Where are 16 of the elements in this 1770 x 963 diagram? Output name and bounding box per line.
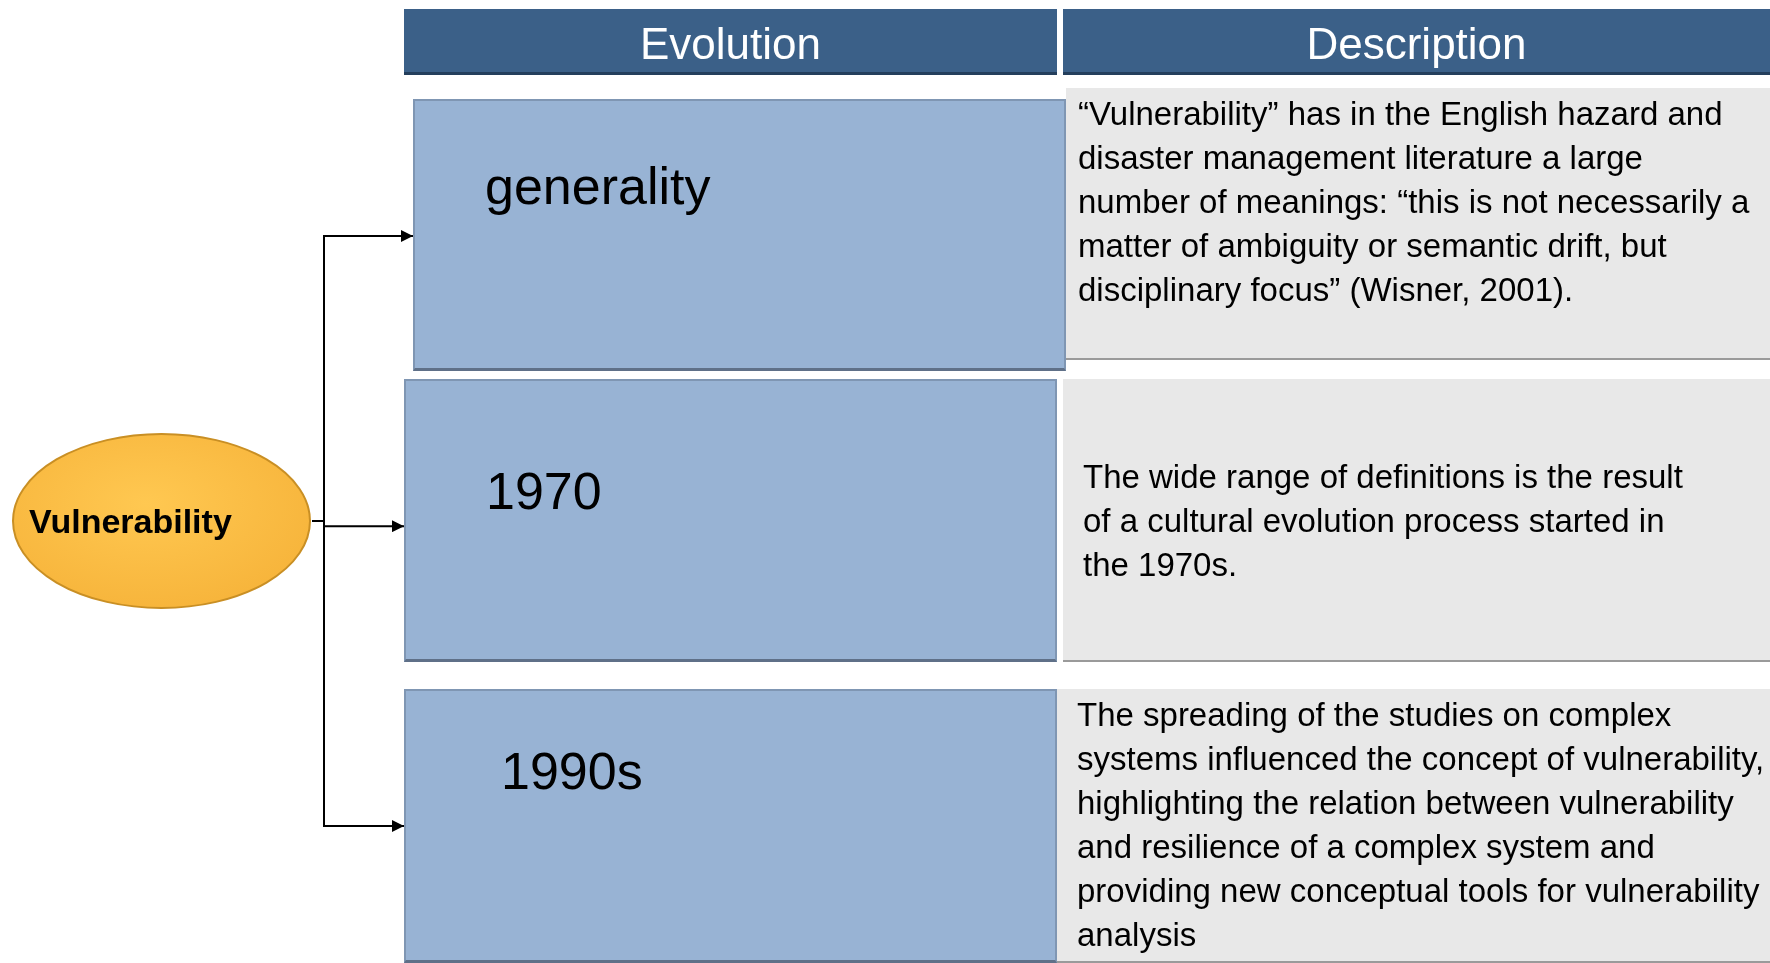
stage-box (404, 379, 1057, 662)
column-header: Description (1306, 22, 1527, 66)
stage-box (413, 99, 1066, 371)
header-bar (404, 9, 1057, 75)
description-text: The spreading of the studies on complex systems influenced the concept of vulnerability, highlighting the relation between vulnerability and resilience of a complex system and providing new conceptual tools for vulnerability analysis (1077, 696, 1765, 953)
column-header: Evolution (640, 22, 821, 66)
stage-box (404, 689, 1057, 963)
description-text: “Vulnerability” has in the English hazard and disaster management literature a large number of meanings: “this is not necessarily a matter of ambiguity or semantic drift, but disciplinary focus” (Wisner, 2001). (1078, 95, 1750, 308)
node-label: Vulnerability (29, 501, 232, 541)
stage-label: generality (485, 157, 711, 215)
description-text: The wide range of definitions is the result of a cultural evolution process started in the 1970s. (1083, 458, 1683, 583)
stage-label: 1990s (501, 742, 643, 800)
stage-label: 1970 (486, 462, 602, 520)
description-box (1063, 379, 1770, 662)
header-bar (1063, 9, 1770, 75)
description-box (1066, 88, 1770, 360)
